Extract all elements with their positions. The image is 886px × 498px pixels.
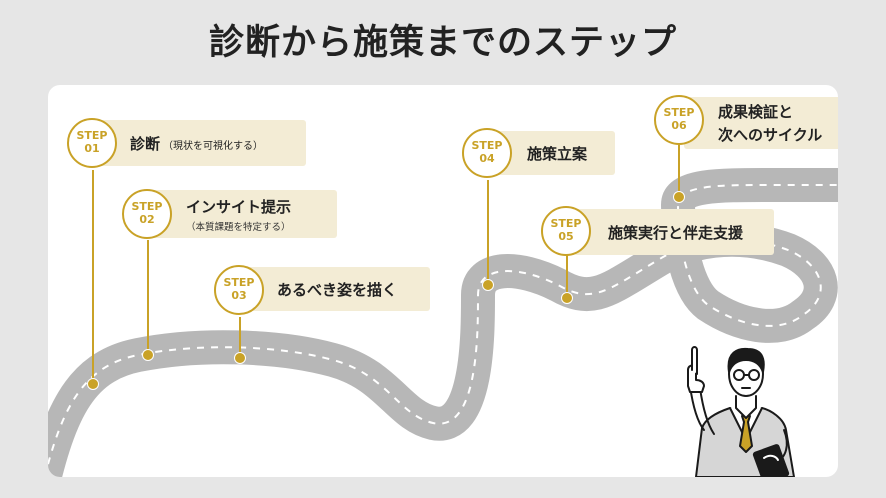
- step-03-stem: [239, 317, 241, 357]
- step-05-stem: [566, 255, 568, 298]
- step-02-stem: [147, 240, 149, 355]
- step-02-marker: [142, 349, 154, 361]
- page-title: 診断から施策までのステップ: [208, 23, 677, 63]
- step-02-badge-number: 02: [139, 213, 155, 226]
- step-06-title: 成果検証と: [718, 103, 794, 121]
- step-05-badge-label: STEP: [550, 217, 582, 231]
- step-04-badge: STEP 04: [462, 128, 512, 178]
- step-04-stem: [487, 180, 489, 285]
- step-04-badge-number: 04: [479, 152, 495, 165]
- step-03-badge-number: 03: [231, 289, 247, 302]
- step-03-title: あるべき姿を描く: [277, 280, 398, 299]
- step-05-badge: STEP 05: [541, 206, 591, 256]
- step-06-label: 成果検証と 次へのサイクル: [684, 97, 838, 149]
- step-04-marker: [482, 279, 494, 291]
- step-02-label: インサイト提示 （本質課題を特定する）: [152, 190, 337, 238]
- step-06-stem: [678, 145, 680, 197]
- step-05-label: 施策実行と伴走支援: [574, 209, 774, 255]
- roadmap-panel: 診断（現状を可視化する） STEP 01 インサイト提示 （本質課題を特定する）…: [48, 85, 838, 477]
- step-01-note: （現状を可視化する）: [163, 140, 264, 152]
- step-05-marker: [561, 292, 573, 304]
- step-01-marker: [87, 378, 99, 390]
- step-01-label: 診断（現状を可視化する）: [96, 120, 306, 166]
- step-03-badge: STEP 03: [214, 265, 264, 315]
- step-04-label: 施策立案: [493, 131, 615, 175]
- step-06-marker: [673, 191, 685, 203]
- winding-road: [48, 168, 838, 477]
- step-03-label: あるべき姿を描く: [243, 267, 430, 311]
- step-04-title: 施策立案: [527, 144, 588, 163]
- step-01-badge-number: 01: [84, 142, 100, 155]
- businessman-pointing-up-icon: [687, 346, 795, 477]
- step-04-badge-label: STEP: [471, 139, 503, 153]
- step-06-badge-number: 06: [671, 119, 687, 132]
- step-06-badge-label: STEP: [663, 106, 695, 120]
- step-03-badge-label: STEP: [223, 276, 255, 290]
- step-02-badge-label: STEP: [131, 200, 163, 214]
- step-01-stem: [92, 170, 94, 385]
- step-02-title: インサイト提示: [186, 197, 292, 216]
- step-02-badge: STEP 02: [122, 189, 172, 239]
- step-01-badge: STEP 01: [67, 118, 117, 168]
- step-02-subtitle: （本質課題を特定する）: [186, 221, 291, 233]
- step-05-badge-number: 05: [558, 230, 574, 243]
- step-05-title: 施策実行と伴走支援: [608, 223, 744, 242]
- step-01-badge-label: STEP: [76, 129, 108, 143]
- step-06-title-line2: 次へのサイクル: [718, 126, 823, 144]
- step-06-badge: STEP 06: [654, 95, 704, 145]
- step-01-title: 診断: [130, 134, 161, 153]
- step-03-marker: [234, 352, 246, 364]
